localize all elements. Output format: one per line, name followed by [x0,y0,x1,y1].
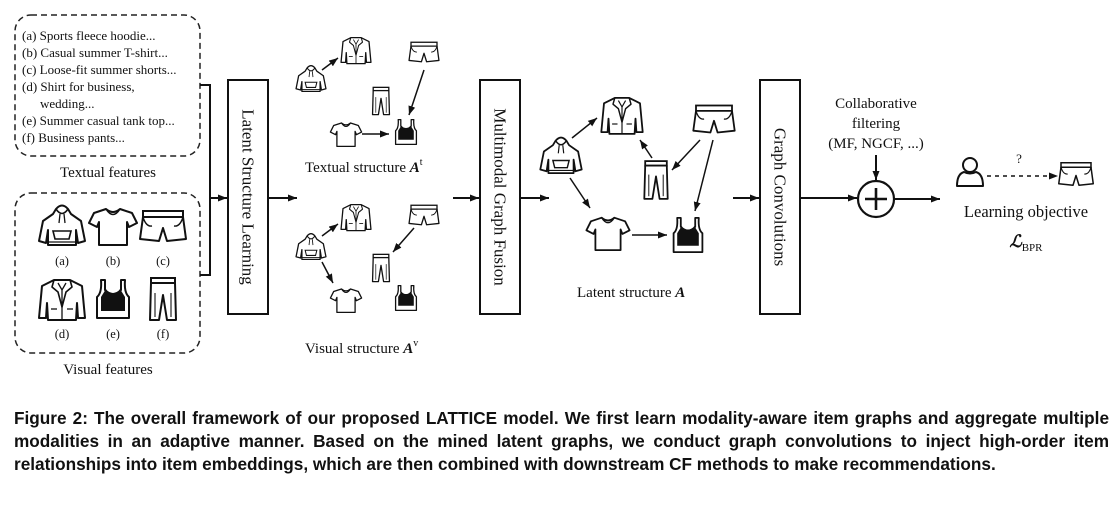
tshirt-icon [585,216,631,252]
tank-top-icon [96,279,130,319]
latent-structure-learning-block [227,79,269,315]
hoodie-icon [38,204,86,246]
shorts-icon [692,104,736,134]
figure-caption: Figure 2: The overall framework of our p… [14,408,1109,474]
tank-top-icon [672,216,704,254]
latent-structure-learning-label: Latent Structure Learning [239,109,258,285]
cf-label-line3: (MF, NGCF, ...) [828,136,924,152]
tshirt-icon [329,288,363,314]
visual-features-box [14,192,201,354]
textual-feature-d: (d) Shirt for business, [22,79,135,94]
textual-features-label: Textual features [60,165,156,181]
shorts-icon [408,204,440,226]
edge [569,177,591,209]
cf-label-line2: filtering [852,116,901,132]
shorts-icon [1058,162,1094,186]
graph-convolutions-label: Graph Convolutions [771,128,790,266]
edge [571,117,598,139]
edge [321,57,339,71]
textual-feature-c: (c) Loose-fit summer shorts... [22,62,177,77]
visual-label-e: (e) [106,327,120,341]
textual-feature-f: (f) Business pants... [22,130,125,145]
textual-feature-b: (b) Casual summer T-shirt... [22,45,168,60]
hoodie-icon [539,136,583,175]
edge [321,223,339,237]
tank-top-icon [394,284,418,312]
pants-icon [371,86,391,116]
pants-icon [371,253,391,283]
framework-diagram: (a) Sports fleece hoodie... (b) Casual s… [14,14,1094,378]
visual-label-d: (d) [55,327,70,341]
shorts-icon [139,210,187,242]
learning-objective-label: Learning objective [964,202,1088,221]
edge [321,261,334,284]
multimodal-graph-fusion-block [479,79,521,315]
multimodal-graph-fusion-label: Multimodal Graph Fusion [491,108,510,286]
input-bracket [200,84,211,276]
edge [408,69,425,116]
user-icon [956,157,984,187]
edge [693,139,714,212]
textual-feature-e: (e) Summer casual tank top... [22,113,175,128]
pants-icon [149,277,177,321]
visual-features-label: Visual features [63,362,153,378]
hoodie-icon [295,233,327,261]
tshirt-icon [88,208,138,246]
question-mark: ? [1016,151,1022,166]
textual-structure-label: Textual structure At [305,157,423,176]
textual-feature-a: (a) Sports fleece hoodie... [22,28,156,43]
visual-label-c: (c) [156,254,170,268]
latent-structure-label: Latent structure A [577,285,685,301]
visual-label-b: (b) [106,254,121,268]
textual-feature-d-cont: wedding... [40,96,95,111]
visual-label-a: (a) [55,254,69,268]
cf-label-line1: Collaborative [835,96,917,112]
pants-icon [643,160,669,200]
hoodie-icon [295,65,327,92]
visual-structure-label: Visual structure Av [305,338,418,357]
edge [671,139,701,171]
blazer-icon [38,279,86,321]
blazer-icon [340,203,372,232]
tshirt-icon [329,122,363,148]
blazer-icon [340,36,372,65]
tank-top-icon [394,119,418,146]
shorts-icon [408,41,440,63]
blazer-icon [600,97,644,135]
edge [392,227,415,253]
edge [639,139,653,159]
graph-convolutions-block [759,79,801,315]
loss-bpr-label: ℒBPR [1009,232,1043,254]
visual-label-f: (f) [157,327,170,341]
